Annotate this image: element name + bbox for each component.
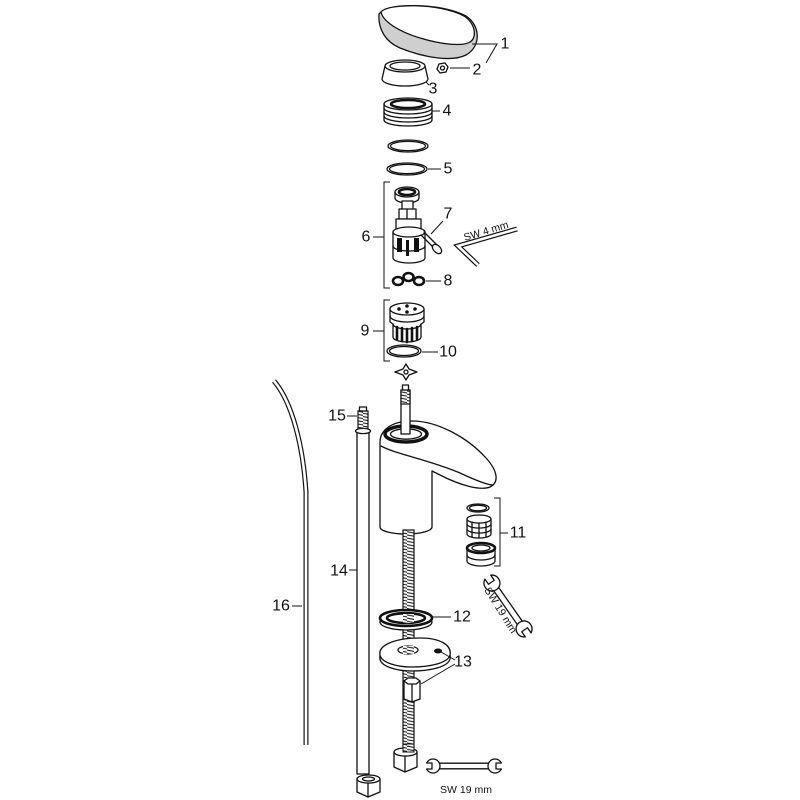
base-wrench-label: SW 19 mm <box>440 784 492 796</box>
washer <box>378 608 434 631</box>
callout-2: 2 <box>473 62 482 79</box>
callout-10: 10 <box>439 344 457 361</box>
cartridge-insert <box>389 302 425 344</box>
aerator-ring <box>466 503 490 513</box>
aerator-insert <box>466 514 492 539</box>
callout-5: 5 <box>444 161 453 178</box>
callout-14: 14 <box>330 563 348 580</box>
set-screw <box>436 62 449 74</box>
leader-line-1 <box>472 43 498 64</box>
callout-7: 7 <box>444 206 453 223</box>
callout-13: 13 <box>454 654 472 671</box>
cartridge <box>392 186 426 264</box>
callout-1: 1 <box>501 36 510 53</box>
o-ring-lower <box>386 344 422 358</box>
supply-hose <box>356 429 370 775</box>
fixing-screw <box>420 231 443 255</box>
callout-9: 9 <box>361 323 370 340</box>
cover-cone-ring <box>381 59 429 87</box>
callout-15: 15 <box>328 408 346 425</box>
handle-lever <box>378 4 478 60</box>
aerator-housing <box>465 541 497 567</box>
rod-bottom-nut <box>393 743 418 773</box>
horseshoe-clamp-plate <box>379 637 451 672</box>
callout-12: 12 <box>453 609 471 626</box>
lift-rod <box>272 379 309 745</box>
callout-16: 16 <box>272 598 290 615</box>
mounting-nut <box>403 677 421 703</box>
small-seals <box>391 271 426 287</box>
leader-line-13 <box>420 651 456 685</box>
connection-rod <box>400 384 411 435</box>
star-spacer <box>394 363 418 381</box>
allen-key-tool: SW 4 mm <box>453 219 518 267</box>
hose-top-fitting <box>354 406 372 435</box>
hose-bottom-nut <box>356 774 381 798</box>
o-ring <box>386 162 428 176</box>
o-ring-upper <box>387 139 429 153</box>
leader-line-3 <box>425 81 430 86</box>
aerator-wrench-tool: SW 19 mm <box>481 573 533 639</box>
callout-8: 8 <box>444 273 453 290</box>
callout-4: 4 <box>443 103 452 120</box>
base-wrench-tool: SW 19 mm <box>425 758 504 796</box>
bracket-6 <box>383 181 390 289</box>
callout-6: 6 <box>362 229 371 246</box>
leader-line-7 <box>430 220 444 235</box>
threaded-nut <box>383 97 433 127</box>
callout-11: 11 <box>510 525 527 542</box>
callout-3: 3 <box>429 81 438 98</box>
bracket-11 <box>494 497 501 567</box>
